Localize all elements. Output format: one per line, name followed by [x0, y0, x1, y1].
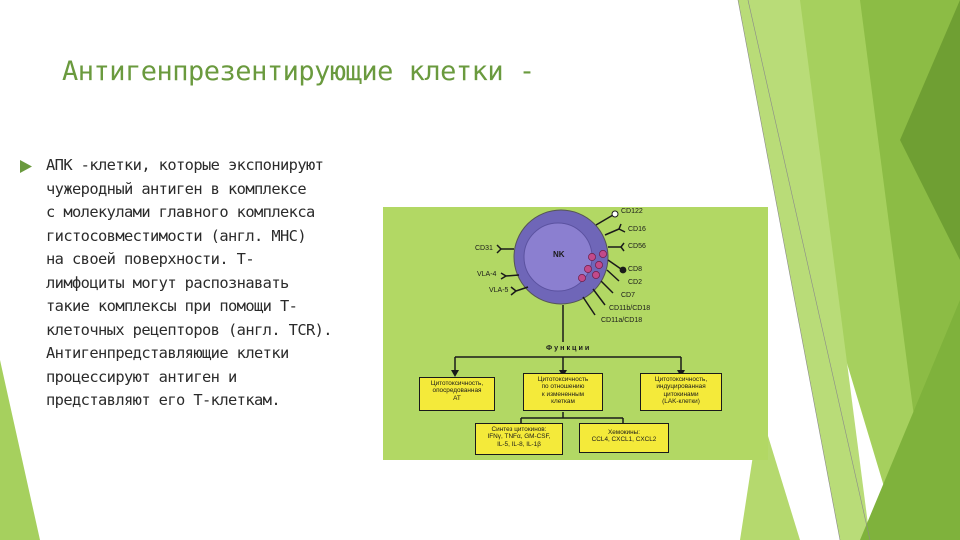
function-box-line: CCL4, CXCL1, CXCL2 [591, 436, 657, 444]
body-line: чужеродный антиген в комплексе [46, 179, 307, 198]
function-box-line: к измененным [541, 390, 585, 398]
body-line: такие комплексы при помощи Т- [46, 297, 298, 315]
receptor-label: CD31 [475, 245, 493, 252]
function-box-line: индуцированная [656, 383, 706, 391]
slide-title: Антигенпрезентирующие клетки - [62, 56, 535, 87]
receptor-label: CD7 [621, 292, 636, 299]
functions-header: Ф у н к ц и и [546, 343, 590, 352]
receptor-label: CD11a/CD18 [601, 317, 643, 324]
receptor-label: CD11b/CD18 [609, 305, 651, 312]
cell-label: NK [553, 250, 565, 259]
body-line: гистосовместимости (англ. MHC) [46, 226, 307, 245]
body-line: на своей поверхности. Т- [46, 250, 255, 268]
body-paragraph: АПК -клетки, которые экспонируют чужерод… [46, 154, 386, 413]
receptor-label: VLA-5 [489, 287, 509, 294]
nk-cell-diagram [451, 209, 685, 423]
function-box-line: клеткам [551, 398, 575, 406]
function-box: Цитотоксичность, опосредованная АТ [419, 377, 495, 411]
function-box-line: Хемокины: [607, 429, 641, 436]
function-box: Синтез цитокинов: IFNγ, TNFα, GM-CSF, IL… [475, 423, 563, 455]
nk-cell-figure: NK CD122 CD16 CD56 CD8 CD2 CD7 CD11b/CD1… [383, 207, 768, 460]
function-box-line: Цитотоксичность [537, 376, 589, 383]
function-box-line: цитокинами [663, 390, 699, 398]
function-box-line: по отношению [541, 383, 585, 391]
body-line: лимфоциты могут распознавать [46, 273, 289, 292]
function-box: Цитотоксичность, индуцированная цитокина… [640, 373, 722, 411]
body-line: АПК -клетки, которые экспонируют [46, 156, 324, 174]
body-line: представляют его Т-клеткам. [46, 391, 281, 409]
body-line: клеточных рецепторов (англ. TCR). [46, 320, 333, 339]
function-box-line: опосредованная [432, 387, 482, 395]
function-box-line: IFNγ, TNFα, GM-CSF, [487, 433, 551, 441]
body-line: Антигенпредставляющие клетки [46, 344, 289, 362]
receptor-label: VLA-4 [477, 271, 497, 278]
function-box-line: Цитотоксичность, [430, 380, 484, 387]
function-box: Хемокины: CCL4, CXCL1, CXCL2 [579, 423, 669, 453]
body-line: с молекулами главного комплекса [46, 203, 315, 221]
function-box-line: IL-5, IL-8, IL-1β [497, 440, 541, 448]
receptor-label: CD122 [621, 208, 643, 215]
function-box: Цитотоксичность по отношению к измененны… [523, 373, 603, 411]
body-line: процессируют антиген и [46, 367, 237, 386]
function-box-line: Синтез цитокинов: [491, 426, 547, 433]
function-box-line: Цитотоксичность, [654, 376, 708, 383]
bullet-arrow-icon [20, 160, 32, 173]
receptor-label: CD16 [628, 226, 646, 233]
receptor-label: CD2 [628, 279, 643, 286]
receptor-label: CD56 [628, 243, 646, 250]
function-box-line: АТ [453, 394, 461, 402]
function-box-line: (LAK-клетки) [662, 398, 700, 406]
receptor-label: CD8 [628, 266, 643, 273]
